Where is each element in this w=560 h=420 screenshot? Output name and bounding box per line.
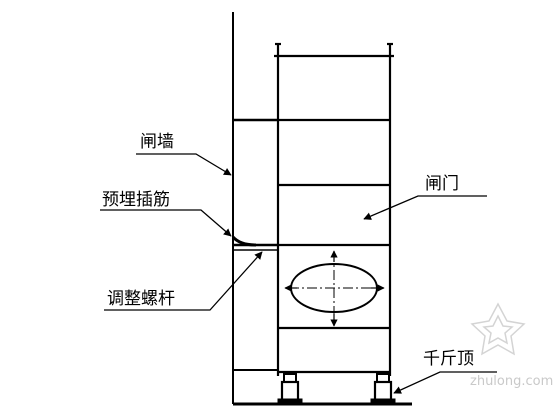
label-jack: 千斤顶 — [423, 349, 474, 369]
leader-embedded-rebar — [100, 209, 232, 237]
jack-right — [370, 373, 396, 405]
leader-jack — [393, 371, 497, 394]
rebar-hook — [231, 235, 257, 247]
label-embedded-rebar: 预埋插筋 — [102, 190, 170, 210]
leader-gate — [363, 195, 487, 220]
watermark-text: zhulong.com — [470, 374, 553, 389]
label-gate-wall: 闸墙 — [140, 132, 174, 152]
jack-left — [277, 373, 303, 405]
zhulong-logo-icon — [470, 302, 526, 356]
label-adjusting-bolt: 调整螺杆 — [107, 289, 175, 309]
label-gate: 闸门 — [425, 174, 459, 194]
gate-frame — [274, 42, 394, 376]
gate-opening — [284, 250, 385, 327]
leader-adjusting-bolt — [104, 251, 263, 311]
leader-gate-wall — [136, 153, 232, 176]
embedded-rebar-stub — [233, 118, 278, 247]
